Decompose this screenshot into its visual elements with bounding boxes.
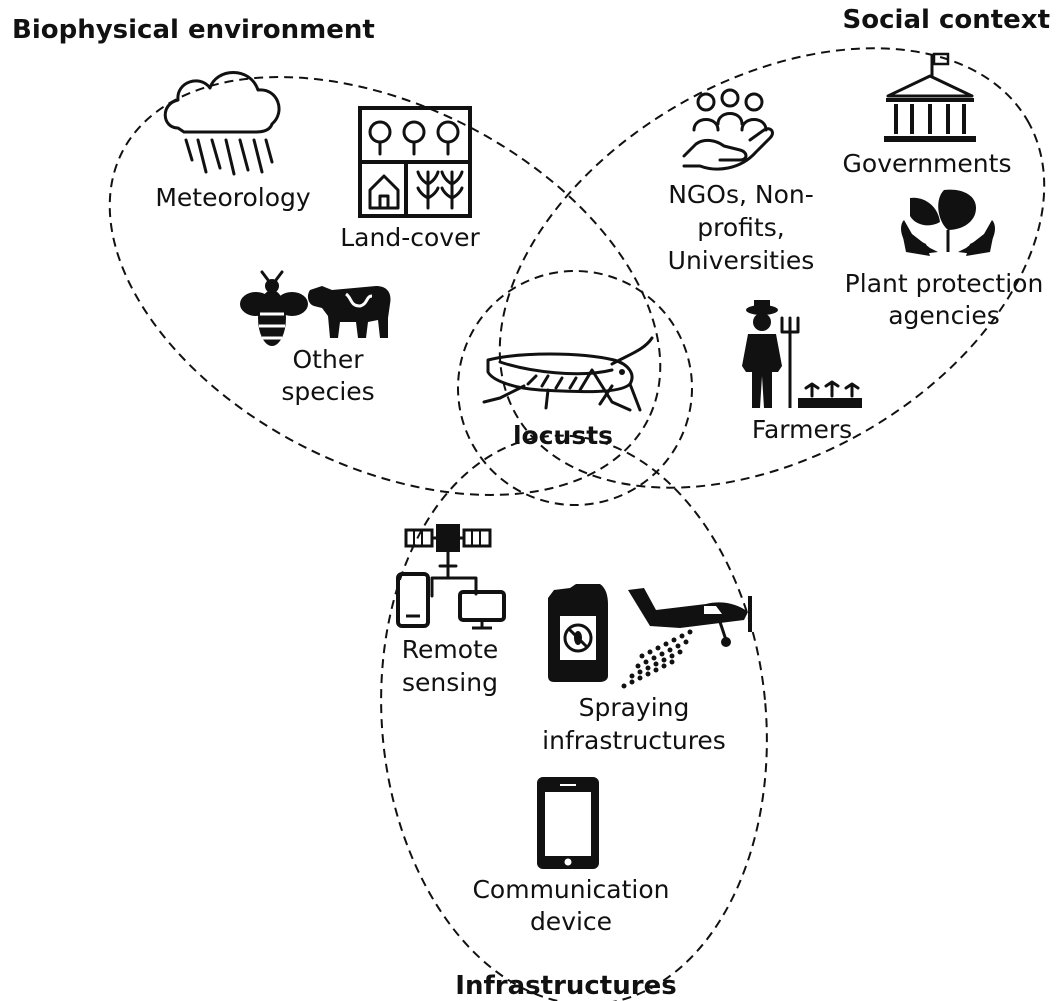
infrastructures-title: Infrastructures <box>455 971 676 1001</box>
bee-icon <box>240 270 308 346</box>
biophysical-title: Biophysical environment <box>12 15 375 45</box>
ngos-label-line2: profits, <box>697 213 784 242</box>
remote-sensing-label-line1: Remote <box>402 635 498 664</box>
crop-duster-plane-icon <box>621 588 752 689</box>
farmer-icon <box>742 300 862 408</box>
cow-icon <box>307 286 391 338</box>
spraying-label-line1: Spraying <box>579 693 690 722</box>
infrastructures-ellipse <box>380 434 768 1001</box>
satellite-devices-icon <box>396 524 506 630</box>
other-species-label-line1: Other <box>293 345 365 374</box>
rain-cloud-icon <box>163 71 281 176</box>
social-ellipse <box>498 47 1046 489</box>
communication-label-line2: device <box>530 907 612 936</box>
communication-label-line1: Communication <box>472 875 669 904</box>
ngos-label-line1: NGOs, Non- <box>668 180 814 209</box>
spraying-label-line2: infrastructures <box>542 726 726 755</box>
people-hand-icon <box>682 88 774 171</box>
pesticide-can-icon <box>548 584 608 682</box>
hands-plant-icon <box>901 189 995 256</box>
locusts-label: locusts <box>513 421 613 450</box>
remote-sensing-label-line2: sensing <box>402 668 498 697</box>
land-cover-label: Land-cover <box>340 223 480 252</box>
other-species-label-line2: species <box>281 377 374 406</box>
ngos-label-line3: Universities <box>668 246 815 275</box>
social-title: Social context <box>843 5 1050 35</box>
plant-protection-label-line1: Plant protection <box>845 269 1044 298</box>
land-cover-grid-icon <box>358 106 472 218</box>
farmers-label: Farmers <box>752 415 852 444</box>
locust-icon <box>482 336 654 412</box>
smartphone-icon <box>537 777 599 869</box>
governments-label: Governments <box>843 149 1012 178</box>
plant-protection-label-line2: agencies <box>888 301 1000 330</box>
meteorology-label: Meteorology <box>155 183 311 212</box>
government-building-icon <box>884 52 976 142</box>
biophysical-ellipse <box>108 76 662 496</box>
locusts-circle <box>457 270 693 506</box>
